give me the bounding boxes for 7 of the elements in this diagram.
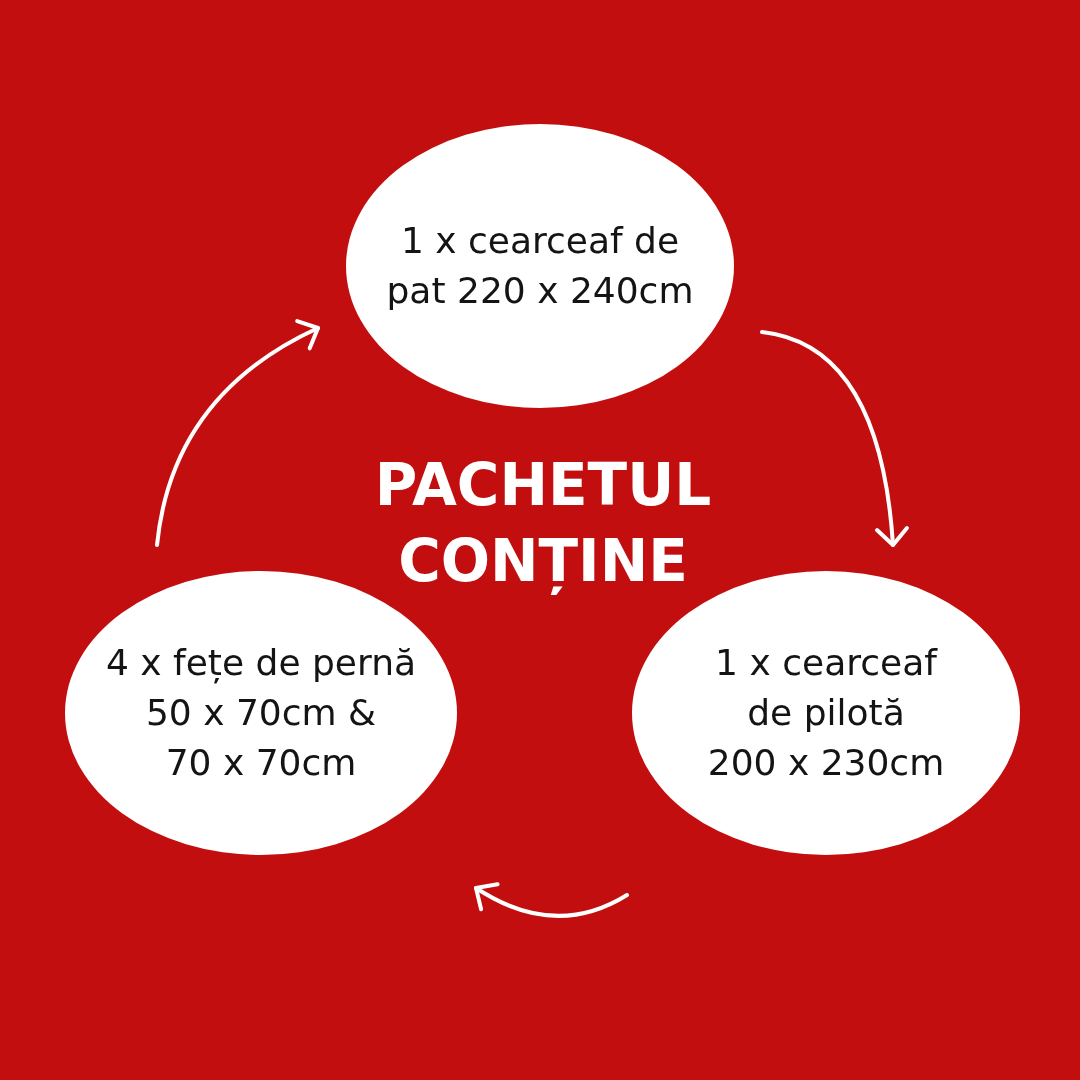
curved-arrow: [760, 330, 909, 547]
item-text: 4 x fețe de pernă 50 x 70cm & 70 x 70cm: [105, 641, 417, 785]
item-text: 1 x cearceaf de pat 220 x 240cm: [386, 219, 694, 313]
diagram-title: PACHETUL CONȚINE: [373, 450, 713, 597]
curved-arrow: [155, 319, 320, 547]
item-text: 1 x cearceaf de pilotă 200 x 230cm: [707, 641, 945, 785]
curved-arrow: [474, 881, 629, 918]
